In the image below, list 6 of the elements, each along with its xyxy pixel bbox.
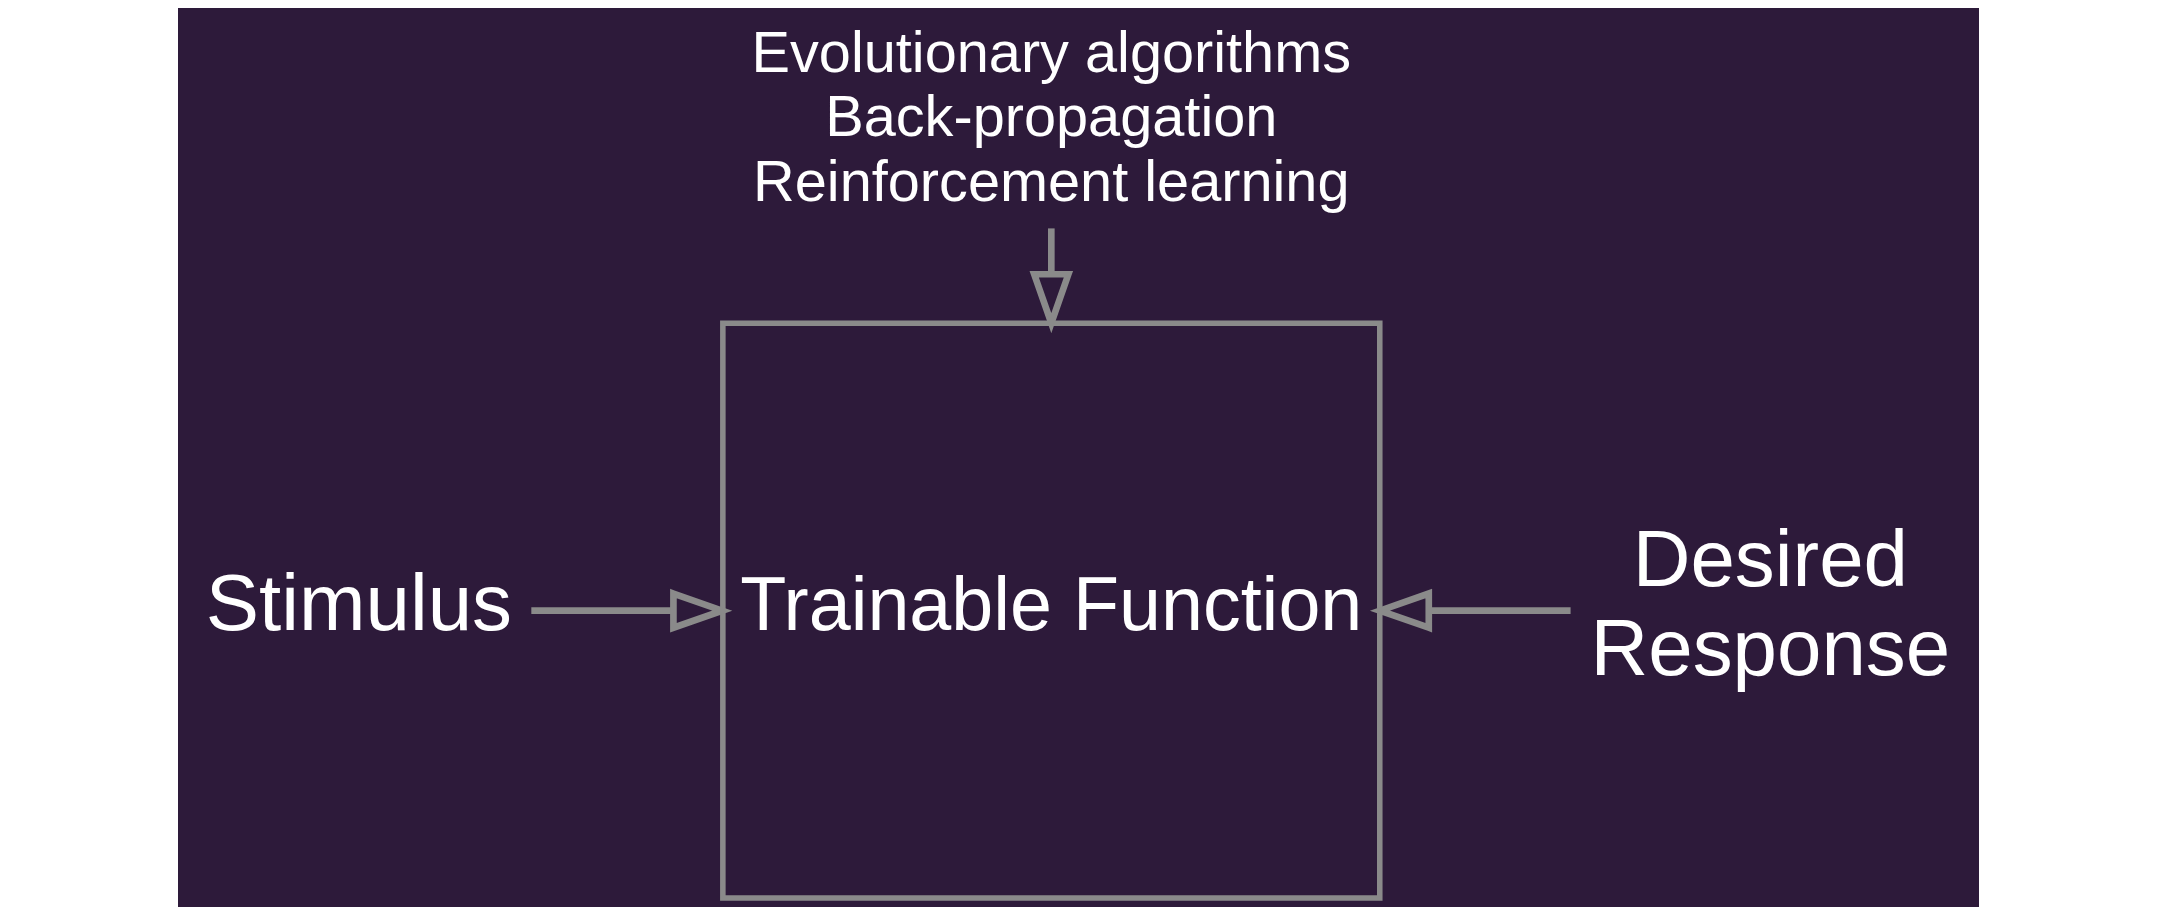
node-text: Stimulus xyxy=(205,558,513,648)
node-box: Trainable Function xyxy=(720,320,1383,901)
arrow xyxy=(1369,588,1571,633)
node-text: Desired Response xyxy=(1590,513,1951,692)
arrow xyxy=(1029,228,1074,334)
node-text: Evolutionary algorithms Back-propagation Reinforcement learning xyxy=(751,20,1352,213)
